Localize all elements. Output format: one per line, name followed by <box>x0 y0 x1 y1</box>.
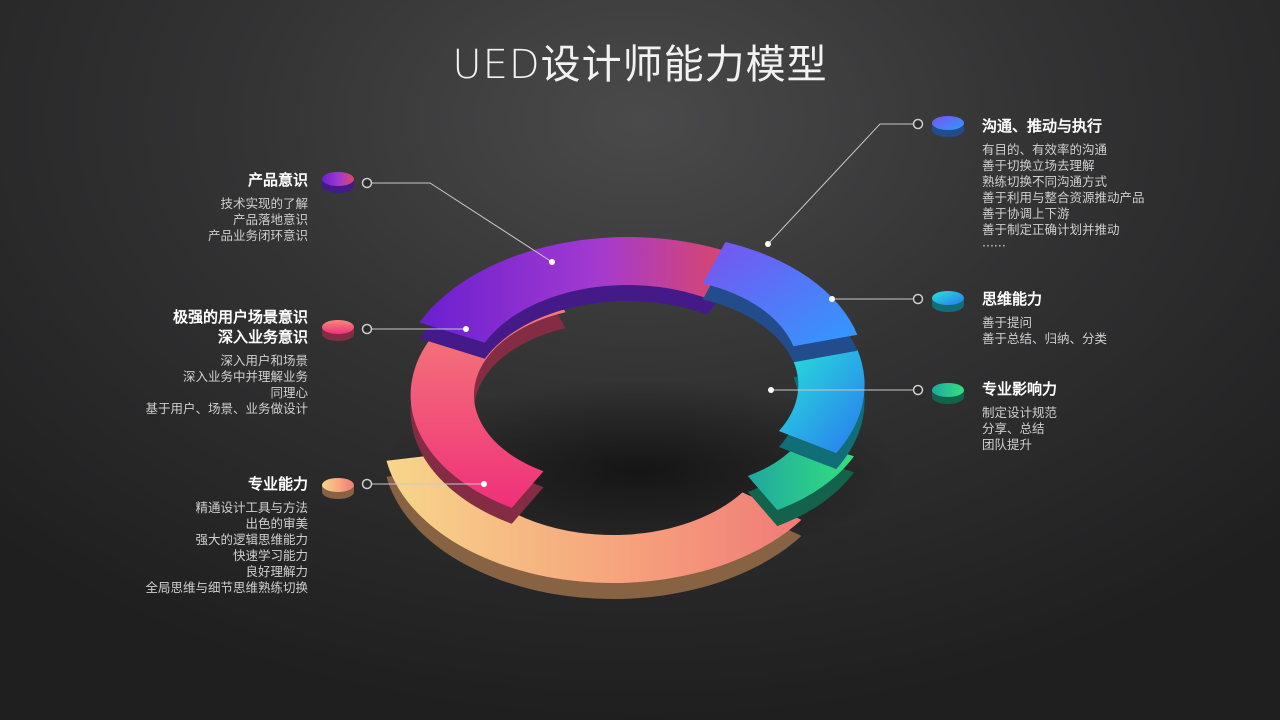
capability-block-professional: 专业能力精通设计工具与方法出色的审美强大的逻辑思维能力快速学习能力良好理解力全局… <box>145 474 308 596</box>
capability-items-product: 技术实现的了解产品落地意识产品业务闭环意识 <box>208 196 308 244</box>
capability-item: 快速学习能力 <box>232 548 308 563</box>
connector-anchor-thinking <box>829 296 835 302</box>
capability-item: 全局思维与细节思维熟练切换 <box>145 580 308 595</box>
ring-segment-thinking <box>778 349 865 454</box>
capability-items-user: 深入用户和场景深入业务中并理解业务同理心基于用户、场景、业务做设计 <box>145 353 308 417</box>
capability-item: 深入用户和场景 <box>220 353 308 368</box>
ring-segment-communication <box>702 242 858 347</box>
capability-item: 同理心 <box>270 385 308 400</box>
connector-dot-communication <box>912 118 924 130</box>
capability-items-communication: 有目的、有效率的沟通善于切换立场去理解熟练切换不同沟通方式善于利用与整合资源推动… <box>982 142 1145 254</box>
coin-icon-professional <box>322 478 354 499</box>
capability-item: 技术实现的了解 <box>220 196 308 211</box>
capability-item: 良好理解力 <box>245 564 308 579</box>
capability-heading-user: 极强的用户场景意识 <box>172 308 308 326</box>
capability-heading-professional: 专业能力 <box>247 475 308 493</box>
capability-item: 制定设计规范 <box>982 405 1058 420</box>
coin-icon-communication <box>932 116 964 137</box>
capability-item: 善于切换立场去理解 <box>982 158 1095 173</box>
capability-item: 基于用户、场景、业务做设计 <box>145 401 308 416</box>
page-title: UED设计师能力模型 <box>452 42 828 88</box>
connector-dot-thinking <box>912 293 924 305</box>
connector-dot-user <box>361 323 373 335</box>
capability-items-professional: 精通设计工具与方法出色的审美强大的逻辑思维能力快速学习能力良好理解力全局思维与细… <box>145 500 308 596</box>
capability-item: 有目的、有效率的沟通 <box>982 142 1108 157</box>
connector-anchor-user <box>463 326 469 332</box>
connector-anchor-professional <box>481 481 487 487</box>
capability-heading-communication: 沟通、推动与执行 <box>982 117 1103 135</box>
capability-item: 善于提问 <box>982 315 1033 330</box>
connector-dot-professional <box>361 478 373 490</box>
capability-block-thinking: 思维能力善于提问善于总结、归纳、分类 <box>982 289 1107 347</box>
connector-dot-product <box>361 177 373 189</box>
capability-block-communication: 沟通、推动与执行有目的、有效率的沟通善于切换立场去理解熟练切换不同沟通方式善于利… <box>982 116 1145 254</box>
ring-segment-product <box>419 236 743 343</box>
capability-block-product: 产品意识技术实现的了解产品落地意识产品业务闭环意识 <box>208 170 308 244</box>
ring-segment-professional <box>386 452 802 583</box>
capability-heading-influence: 专业影响力 <box>982 380 1058 398</box>
capability-item: 深入业务中并理解业务 <box>182 369 308 384</box>
connector-product <box>367 182 553 263</box>
capability-item: 团队提升 <box>982 437 1033 452</box>
capability-items-thinking: 善于提问善于总结、归纳、分类 <box>982 315 1107 347</box>
coin-icon-influence <box>932 383 964 404</box>
capability-item: 分享、总结 <box>982 421 1045 436</box>
connector-anchor-influence <box>768 387 774 393</box>
capability-block-user: 极强的用户场景意识深入业务意识深入用户和场景深入业务中并理解业务同理心基于用户、… <box>145 307 308 417</box>
capability-item: 熟练切换不同沟通方式 <box>982 174 1108 189</box>
coin-icon-product <box>322 172 354 193</box>
capability-item: 出色的审美 <box>245 516 308 531</box>
capability-item: 善于制定正确计划并推动 <box>982 222 1120 237</box>
coin-icon-thinking <box>932 291 964 312</box>
capability-heading-user: 深入业务意识 <box>217 328 308 346</box>
capability-item: 精通设计工具与方法 <box>195 500 308 515</box>
capability-item: ······ <box>982 238 1006 253</box>
capability-item: 强大的逻辑思维能力 <box>195 532 308 547</box>
coin-icon-user <box>322 320 354 341</box>
capability-item: 产品落地意识 <box>232 212 308 227</box>
capability-item: 产品业务闭环意识 <box>207 228 308 243</box>
connector-communication <box>767 123 918 245</box>
capability-items-influence: 制定设计规范分享、总结团队提升 <box>982 405 1057 453</box>
connector-anchor-communication <box>765 241 771 247</box>
capability-heading-thinking: 思维能力 <box>982 290 1043 308</box>
capability-heading-product: 产品意识 <box>247 171 308 189</box>
connector-anchor-product <box>549 259 555 265</box>
capability-item: 善于协调上下游 <box>982 206 1070 221</box>
capability-item: 善于总结、归纳、分类 <box>982 331 1108 346</box>
capability-block-influence: 专业影响力制定设计规范分享、总结团队提升 <box>982 379 1057 453</box>
connector-dot-influence <box>912 384 924 396</box>
capability-item: 善于利用与整合资源推动产品 <box>982 190 1145 205</box>
